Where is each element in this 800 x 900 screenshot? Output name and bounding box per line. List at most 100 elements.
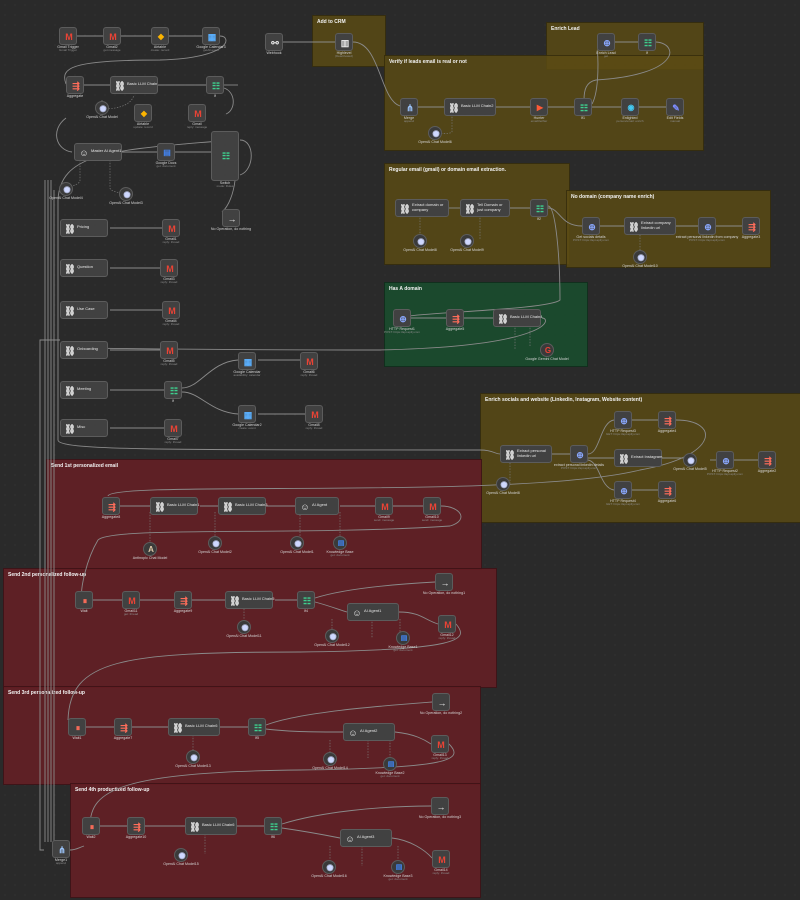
- webhook-node[interactable]: ⚯ Webhook: [265, 33, 283, 55]
- basic-llm-chain4-node[interactable]: ⛓ Basic LLM Chain4: [493, 309, 542, 327]
- basic-llm-chain2-node[interactable]: ⛓ Basic LLM Chain2: [444, 98, 496, 116]
- basic-llm-chain6-node[interactable]: ⛓ Basic LLM Chain6: [168, 718, 220, 736]
- meeting-node[interactable]: ⛓ Meeting: [60, 381, 108, 399]
- misc-node[interactable]: ⛓ Misc: [60, 419, 108, 437]
- aggregate4-node[interactable]: ⇶ Aggregate4: [658, 411, 676, 433]
- openai-model2-node[interactable]: ✺ OpenAI Chat Model2: [198, 536, 232, 554]
- wait1-node[interactable]: ⏸ Wait1: [68, 718, 86, 740]
- linkedin-from-company-node[interactable]: ⊕ extract personal linkedin from company…: [676, 217, 738, 242]
- openai-model15-node[interactable]: ✺ OpenAI Chat Model15: [163, 848, 199, 866]
- openai-model6-node[interactable]: ✺ OpenAI Chat Model6: [418, 126, 452, 144]
- if1-node[interactable]: ☷ If1: [574, 98, 592, 120]
- openai-model4-node[interactable]: ✺ OpenAI Chat Model4: [49, 182, 83, 200]
- extract-instagram-node[interactable]: ⛓ Extract Instagram: [614, 449, 662, 467]
- ai-agent1-node[interactable]: ☺ AI Agent1: [347, 603, 399, 621]
- wait-node[interactable]: ⏸ Wait: [75, 591, 93, 613]
- if-meeting-node[interactable]: ☷ If: [164, 381, 182, 403]
- gemini-model-node[interactable]: G Google Gemini Chat Model: [525, 343, 569, 361]
- no-op2-node[interactable]: → No Operation, do nothing2: [420, 693, 462, 715]
- openai-model-node[interactable]: ✺ OpenAI Chat Model: [86, 101, 118, 119]
- ai-agent-node[interactable]: ☺ AI Agent: [295, 497, 339, 515]
- anthropic-model-node[interactable]: A Anthropic Chat Model: [133, 542, 167, 560]
- extract-personal-node[interactable]: ⛓ Extract personal linkedin url: [500, 445, 552, 463]
- no-op-node[interactable]: → No Operation, do nothing: [211, 209, 251, 231]
- openai-model8-node[interactable]: ✺ OpenAI Chat Model8: [403, 234, 437, 252]
- highlevel-node[interactable]: ▥ Highlevel(Deactivated): [335, 33, 353, 58]
- openai-model11-node[interactable]: ✺ OpenAI Chat Model11: [226, 620, 262, 638]
- basic-llm-chain3-node[interactable]: ⛓ Basic LLM Chain3: [218, 497, 267, 515]
- if-node[interactable]: ☷ If: [206, 76, 224, 98]
- openai-model8b-node[interactable]: ✺ OpenAI Chat Model8: [486, 477, 520, 495]
- use-case-node[interactable]: ⛓ Use Case: [60, 301, 108, 319]
- openai-model1-node[interactable]: ✺ OpenAI Chat Model1: [280, 536, 314, 554]
- aggregate5-node[interactable]: ⇶ Aggregate5: [446, 309, 464, 331]
- ai-agent2-node[interactable]: ☺ AI Agent2: [343, 723, 395, 741]
- sticky-has-domain[interactable]: Has A domain: [384, 282, 588, 367]
- openai-model9-node[interactable]: ✺ OpenAI Chat Model9: [450, 234, 484, 252]
- openai-model5-node[interactable]: ✺ OpenAI Chat Model5: [673, 453, 707, 471]
- tell-domain-node[interactable]: ⛓ Tell Domain or just company: [460, 199, 510, 217]
- basic-llm-chain-node[interactable]: ⛓ Basic LLM Chain: [110, 76, 158, 94]
- openai-model12-node[interactable]: ✺ OpenAI Chat Model12: [314, 629, 350, 647]
- if-enrich-node[interactable]: ☷ If: [638, 33, 656, 55]
- basic-llm-chain1-node[interactable]: ⛓ Basic LLM Chain1: [150, 497, 199, 515]
- extract-domain-node[interactable]: ⛓ Extract domain or company: [395, 199, 449, 217]
- aggregate3-node[interactable]: ⇶ Aggregate3: [742, 217, 760, 239]
- pricing-node[interactable]: ⛓ Pricing: [60, 219, 108, 237]
- aggregate6-node[interactable]: ⇶ Aggregate6: [658, 481, 676, 503]
- aggregate9-node[interactable]: ⇶ Aggregate9: [174, 591, 192, 613]
- aggregate-node[interactable]: ⇶ Aggregate: [66, 76, 84, 98]
- openai-model10-node[interactable]: ✺ OpenAI Chat Model10: [622, 250, 658, 268]
- openai-model14-node[interactable]: ✺ OpenAI Chat Model14: [312, 752, 348, 770]
- aggregate2-node[interactable]: ⇶ Aggregate2: [758, 451, 776, 473]
- openai-model13-node[interactable]: ✺ OpenAI Chat Model13: [175, 750, 211, 768]
- extract-company-node[interactable]: ⛓ Extract company linkedin url: [624, 217, 676, 235]
- question-node[interactable]: ⛓ Question: [60, 259, 108, 277]
- sticky-add-to-crm[interactable]: Add to CRM: [312, 15, 386, 67]
- basic-llm-chain5-node[interactable]: ⛓ Basic LLM Chain5: [225, 591, 274, 609]
- openai-model3-node[interactable]: ✺ OpenAI Chat Model3: [109, 187, 143, 205]
- no-op3-node[interactable]: → No Operation, do nothing3: [419, 797, 461, 819]
- openai-model16-node[interactable]: ✺ OpenAI Chat Model16: [311, 860, 347, 878]
- aggregate10-node[interactable]: ⇶ Aggregate10: [126, 817, 146, 839]
- no-op1-node[interactable]: → No Operation, do nothing1: [423, 573, 465, 595]
- master-agent-node[interactable]: ☺ Master AI Agent1: [74, 143, 122, 161]
- aggregate8-node[interactable]: ⇶ Aggregate8: [102, 497, 120, 519]
